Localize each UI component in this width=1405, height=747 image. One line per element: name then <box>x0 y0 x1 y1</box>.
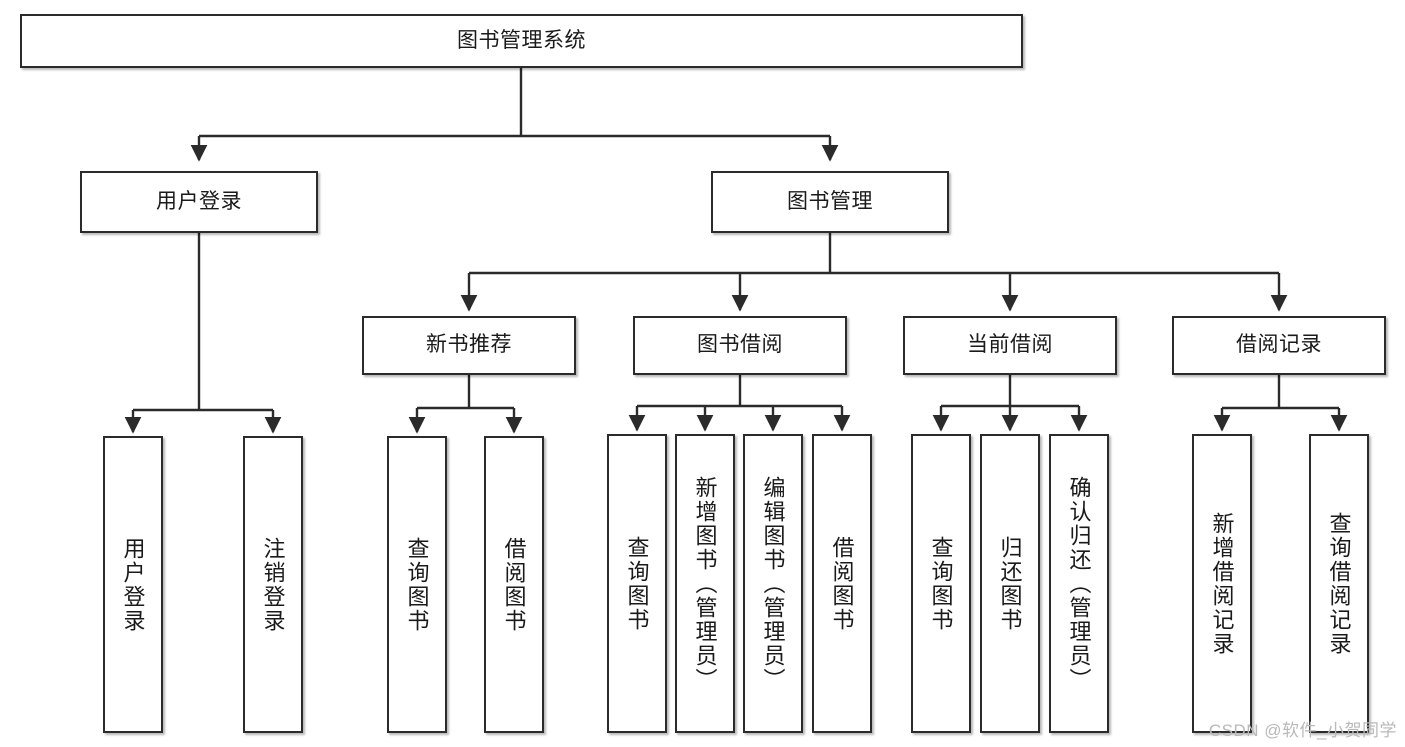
node-leaf-query-book-1[interactable]: 查询图书 <box>387 436 447 733</box>
node-leaf-query-record-label: 查询借阅记录 <box>1326 511 1352 656</box>
node-leaf-add-record-label: 新增借阅记录 <box>1209 511 1235 656</box>
node-new-book-recommend[interactable]: 新书推荐 <box>362 316 576 375</box>
node-current-borrow[interactable]: 当前借阅 <box>903 316 1117 375</box>
node-leaf-user-login-label: 用户登录 <box>120 536 146 633</box>
node-borrow-record-label: 借阅记录 <box>1236 333 1322 357</box>
node-leaf-edit-book[interactable]: 编辑图书（管理员） <box>743 434 803 733</box>
node-leaf-add-book-label: 新增图书（管理员） <box>692 475 718 692</box>
node-root-label: 图书管理系统 <box>457 28 586 52</box>
node-user-login[interactable]: 用户登录 <box>80 171 318 233</box>
watermark: CSDN @软件_小贺同学 <box>1208 721 1397 740</box>
node-leaf-query-book-3[interactable]: 查询图书 <box>911 434 971 733</box>
node-leaf-query-book-3-label: 查询图书 <box>928 535 954 632</box>
node-leaf-query-book-2[interactable]: 查询图书 <box>607 434 667 733</box>
node-book-borrow-label: 图书借阅 <box>697 333 783 357</box>
node-leaf-return-book-label: 归还图书 <box>997 535 1023 632</box>
node-user-login-label: 用户登录 <box>156 189 242 213</box>
node-borrow-record[interactable]: 借阅记录 <box>1172 316 1386 375</box>
node-leaf-edit-book-label: 编辑图书（管理员） <box>760 475 786 692</box>
node-book-manage[interactable]: 图书管理 <box>711 171 949 233</box>
node-leaf-query-book-1-label: 查询图书 <box>404 536 430 633</box>
node-current-borrow-label: 当前借阅 <box>967 333 1053 357</box>
node-leaf-borrow-book-2-label: 借阅图书 <box>829 535 855 632</box>
node-leaf-confirm-return-label: 确认归还（管理员） <box>1066 475 1092 692</box>
node-book-borrow[interactable]: 图书借阅 <box>633 316 847 375</box>
node-leaf-logout-label: 注销登录 <box>260 536 286 633</box>
node-leaf-return-book[interactable]: 归还图书 <box>980 434 1040 733</box>
node-book-manage-label: 图书管理 <box>787 189 873 213</box>
node-leaf-add-book[interactable]: 新增图书（管理员） <box>675 434 735 733</box>
node-root[interactable]: 图书管理系统 <box>20 14 1023 68</box>
node-leaf-borrow-book-1-label: 借阅图书 <box>501 536 527 633</box>
node-new-book-recommend-label: 新书推荐 <box>426 333 512 357</box>
node-leaf-user-login[interactable]: 用户登录 <box>103 436 163 733</box>
node-leaf-confirm-return[interactable]: 确认归还（管理员） <box>1049 434 1109 733</box>
node-leaf-query-book-2-label: 查询图书 <box>624 535 650 632</box>
node-leaf-logout[interactable]: 注销登录 <box>243 436 303 733</box>
node-leaf-add-record[interactable]: 新增借阅记录 <box>1192 434 1252 733</box>
node-leaf-borrow-book-1[interactable]: 借阅图书 <box>484 436 544 733</box>
node-leaf-query-record[interactable]: 查询借阅记录 <box>1309 434 1369 733</box>
node-leaf-borrow-book-2[interactable]: 借阅图书 <box>812 434 872 733</box>
